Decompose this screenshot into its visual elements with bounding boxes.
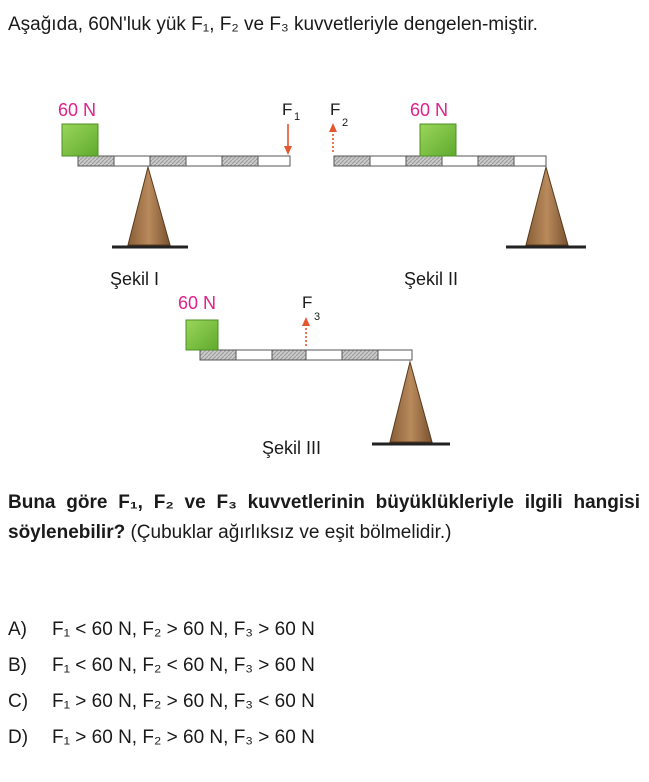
force-sub-f2: 2 [342,117,348,129]
intro-text: Aşağıda, 60N'luk yük F₁, F₂ ve F₃ kuvvet… [8,14,538,35]
force-sub-f3: 3 [314,311,320,323]
lever-2 [333,155,547,167]
option-a[interactable]: A) F₁ < 60 N, F₂ > 60 N, F₃ > 60 N [8,612,640,648]
figures: 60 N F 1 Şekil I 60 N F 2 Şekil I [58,100,586,458]
figure-2: 60 N F 2 Şekil II [329,100,586,289]
mass-label-2: 60 N [410,100,448,120]
question-bold: Buna göre F₁, F₂ ve F₃ kuvvetlerinin büy… [8,492,640,543]
option-c[interactable]: C) F₁ > 60 N, F₂ > 60 N, F₃ < 60 N [8,684,640,720]
figure-1: 60 N F 1 Şekil I [58,100,300,289]
force-label-f3: F [302,293,312,312]
mass-block-1 [61,123,99,157]
question-text: Buna göre F₁, F₂ ve F₃ kuvvetlerinin büy… [8,488,640,548]
force-label-f2: F [330,100,340,119]
lever-3 [199,349,413,361]
support-1 [112,165,188,249]
caption-sekil-3: Şekil III [262,438,321,458]
caption-sekil-2: Şekil II [404,269,458,289]
option-b-letter: B) [8,655,27,676]
figure-3: 60 N F 3 Şekil III [178,293,450,458]
force-arrow-f2 [329,123,337,154]
force-arrow-f1 [284,124,292,155]
option-c-text: F₁ > 60 N, F₂ > 60 N, F₃ < 60 N [52,691,315,712]
support-3 [372,360,450,446]
answer-options: A) F₁ < 60 N, F₂ > 60 N, F₃ > 60 N B) F₁… [8,612,640,756]
option-d-text: F₁ > 60 N, F₂ > 60 N, F₃ > 60 N [52,727,315,748]
mass-block-2 [419,123,457,157]
option-d-letter: D) [8,727,29,748]
question-note: (Çubuklar ağırlıksız ve eşit bölmelidir.… [130,522,452,543]
option-c-letter: C) [8,691,29,712]
option-a-letter: A) [8,619,27,640]
option-b[interactable]: B) F₁ < 60 N, F₂ < 60 N, F₃ > 60 N [8,648,640,684]
mass-block-3 [185,319,219,351]
force-sub-f1: 1 [294,111,300,123]
force-arrow-f3 [302,317,310,348]
force-label-f1: F [282,100,292,119]
mass-label-3: 60 N [178,293,216,313]
option-a-text: F₁ < 60 N, F₂ > 60 N, F₃ > 60 N [52,619,315,640]
caption-sekil-1: Şekil I [110,269,159,289]
lever-1 [77,155,291,167]
option-b-text: F₁ < 60 N, F₂ < 60 N, F₃ > 60 N [52,655,315,676]
option-d[interactable]: D) F₁ > 60 N, F₂ > 60 N, F₃ > 60 N [8,720,640,756]
mass-label-1: 60 N [58,100,96,120]
support-2 [506,165,586,249]
